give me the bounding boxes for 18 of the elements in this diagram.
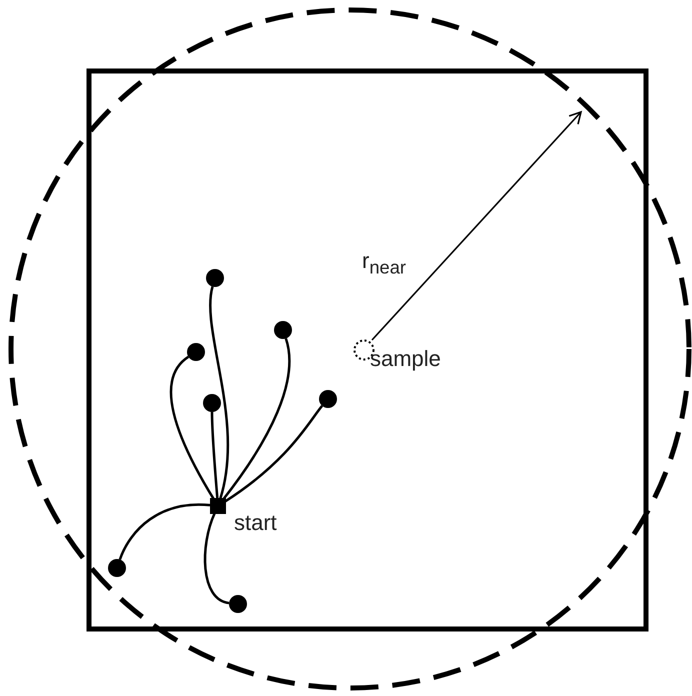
- tree-node-dot: [203, 394, 221, 412]
- tree-edge: [170, 356, 215, 500]
- start-marker: [210, 498, 226, 514]
- tree-edge: [222, 338, 291, 500]
- tree-edge: [118, 503, 210, 560]
- tree-node-dot: [108, 559, 126, 577]
- tree-node-dot: [187, 343, 205, 361]
- radius-label: r$_{near}$: [362, 248, 406, 278]
- tree-node-dot: [274, 321, 292, 339]
- point-label: sample: [370, 346, 441, 372]
- point-label: start: [234, 510, 277, 536]
- tree-edge: [224, 405, 324, 503]
- tree-edge: [204, 512, 230, 604]
- tree-edge: [210, 412, 219, 498]
- tree-node-dot: [206, 269, 224, 287]
- tree-node-dot: [319, 390, 337, 408]
- tree-node-dot: [229, 595, 247, 613]
- tree-edge: [209, 286, 230, 499]
